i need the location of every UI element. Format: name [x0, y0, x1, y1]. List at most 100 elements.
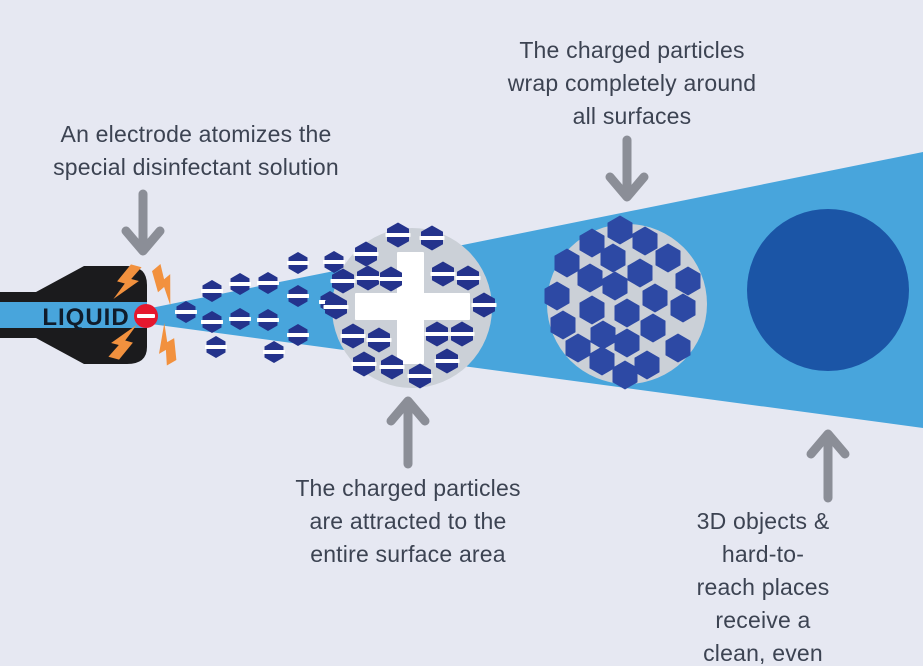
- charged-droplet-particle: [229, 273, 251, 295]
- hexagon-shape: [634, 350, 660, 380]
- minus-charge-icon: [355, 276, 381, 280]
- attracted-droplet-particle: [353, 241, 379, 267]
- attracted-droplet-particle: [471, 292, 497, 318]
- cross-vertical-bar: [397, 252, 424, 364]
- wrapped-droplet-particle: [614, 298, 640, 328]
- wrapped-droplet-particle: [579, 295, 605, 325]
- minus-charge-icon: [419, 236, 445, 240]
- hexagon-shape: [627, 258, 653, 288]
- label-electrode-atomizes: An electrode atomizes the special disinf…: [53, 121, 339, 180]
- wrapped-droplet-particle: [632, 226, 658, 256]
- spark-bolts-group: [108, 264, 177, 366]
- spray-cone: [151, 152, 923, 428]
- liquid-label: LIQUID: [42, 304, 129, 331]
- charged-droplet-particle: [205, 336, 227, 358]
- wrapped-droplet-particle: [550, 310, 576, 340]
- minus-charge-icon: [323, 260, 345, 264]
- minus-charge-icon: [287, 261, 309, 265]
- minus-charge-icon: [263, 350, 285, 354]
- charged-droplet-particle: [257, 309, 279, 331]
- attracted-droplet-particle: [340, 323, 366, 349]
- minus-charge-icon: [407, 374, 433, 378]
- attracted-droplet-particle: [449, 321, 475, 347]
- charged-droplet-particle: [323, 251, 345, 273]
- electrode-minus-icon: [137, 314, 155, 318]
- hexagon-shape: [665, 333, 691, 363]
- charged-droplet-particle: [287, 252, 309, 274]
- spark-icon: [113, 264, 142, 300]
- hexagon-shape: [642, 283, 668, 313]
- minus-charge-icon: [257, 281, 279, 285]
- hexagon-shape: [565, 333, 591, 363]
- charged-droplet-particle: [201, 311, 223, 333]
- hexagon-shape: [550, 310, 576, 340]
- minus-charge-icon: [229, 282, 251, 286]
- minus-charge-icon: [378, 277, 404, 281]
- hexagon-shape: [614, 298, 640, 328]
- attracted-droplet-particle: [407, 363, 433, 389]
- minus-charge-icon: [455, 276, 481, 280]
- minus-charge-icon: [201, 320, 223, 324]
- minus-charge-icon: [175, 310, 197, 314]
- attracted-droplet-particle: [430, 261, 456, 287]
- wrapped-particles-group: [544, 215, 701, 390]
- wrapped-droplet-particle: [665, 333, 691, 363]
- hexagon-shape: [640, 313, 666, 343]
- arrow-up-icon: [386, 396, 430, 469]
- hexagon-shape: [655, 243, 681, 273]
- attracted-droplet-particle: [379, 354, 405, 380]
- charged-droplet-particle: [175, 301, 197, 323]
- wrapped-droplet-particle: [565, 333, 591, 363]
- spark-icon: [152, 264, 171, 306]
- attracted-droplet-particle: [378, 266, 404, 292]
- surface-circle-coated: [747, 209, 909, 371]
- label-particles-attracted: The charged particles are attracted to t…: [295, 475, 521, 567]
- attracted-droplet-particle: [366, 327, 392, 353]
- wrapped-droplet-particle: [579, 228, 605, 258]
- minus-charge-icon: [323, 305, 349, 309]
- minus-charge-icon: [430, 272, 456, 276]
- arrow-up-icon: [806, 429, 850, 503]
- wrapped-droplet-particle: [544, 281, 570, 311]
- minus-charge-icon: [471, 303, 497, 307]
- arrow-down-icon: [605, 135, 649, 202]
- wrapped-droplet-particle: [554, 248, 580, 278]
- wrapped-droplet-particle: [600, 243, 626, 273]
- charged-droplet-particle: [229, 308, 251, 330]
- charged-droplet-particle: [287, 324, 309, 346]
- spark-icon: [108, 324, 137, 360]
- hexagon-shape: [600, 243, 626, 273]
- minus-charge-icon: [434, 359, 460, 363]
- wrapped-droplet-particle: [607, 215, 633, 245]
- hexagon-shape: [590, 320, 616, 350]
- annotation-arrows-group: [121, 135, 850, 503]
- wrapped-droplet-particle: [640, 313, 666, 343]
- hexagon-shape: [607, 215, 633, 245]
- hexagon-shape: [602, 271, 628, 301]
- minus-charge-icon: [379, 365, 405, 369]
- wrapped-droplet-particle: [590, 320, 616, 350]
- wrapped-droplet-particle: [589, 346, 615, 376]
- wrapped-droplet-particle: [627, 258, 653, 288]
- hexagon-shape: [544, 281, 570, 311]
- electrode: [134, 304, 158, 328]
- minus-charge-icon: [287, 294, 309, 298]
- positive-charge-cross: [355, 252, 470, 364]
- hexagon-shape: [614, 328, 640, 358]
- hexagon-shape: [579, 295, 605, 325]
- wrapped-droplet-particle: [670, 293, 696, 323]
- hexagon-shape: [612, 360, 638, 390]
- attracted-droplet-particle: [434, 348, 460, 374]
- minus-charge-icon: [385, 233, 411, 237]
- wrapped-droplet-particle: [614, 328, 640, 358]
- wrapped-droplet-particle: [602, 271, 628, 301]
- attracted-droplet-particle: [424, 321, 450, 347]
- hexagon-shape: [632, 226, 658, 256]
- minus-charge-icon: [353, 252, 379, 256]
- charged-droplet-particle: [287, 285, 309, 307]
- wrapped-droplet-particle: [577, 263, 603, 293]
- attracted-droplet-particle: [355, 265, 381, 291]
- hexagon-shape: [589, 346, 615, 376]
